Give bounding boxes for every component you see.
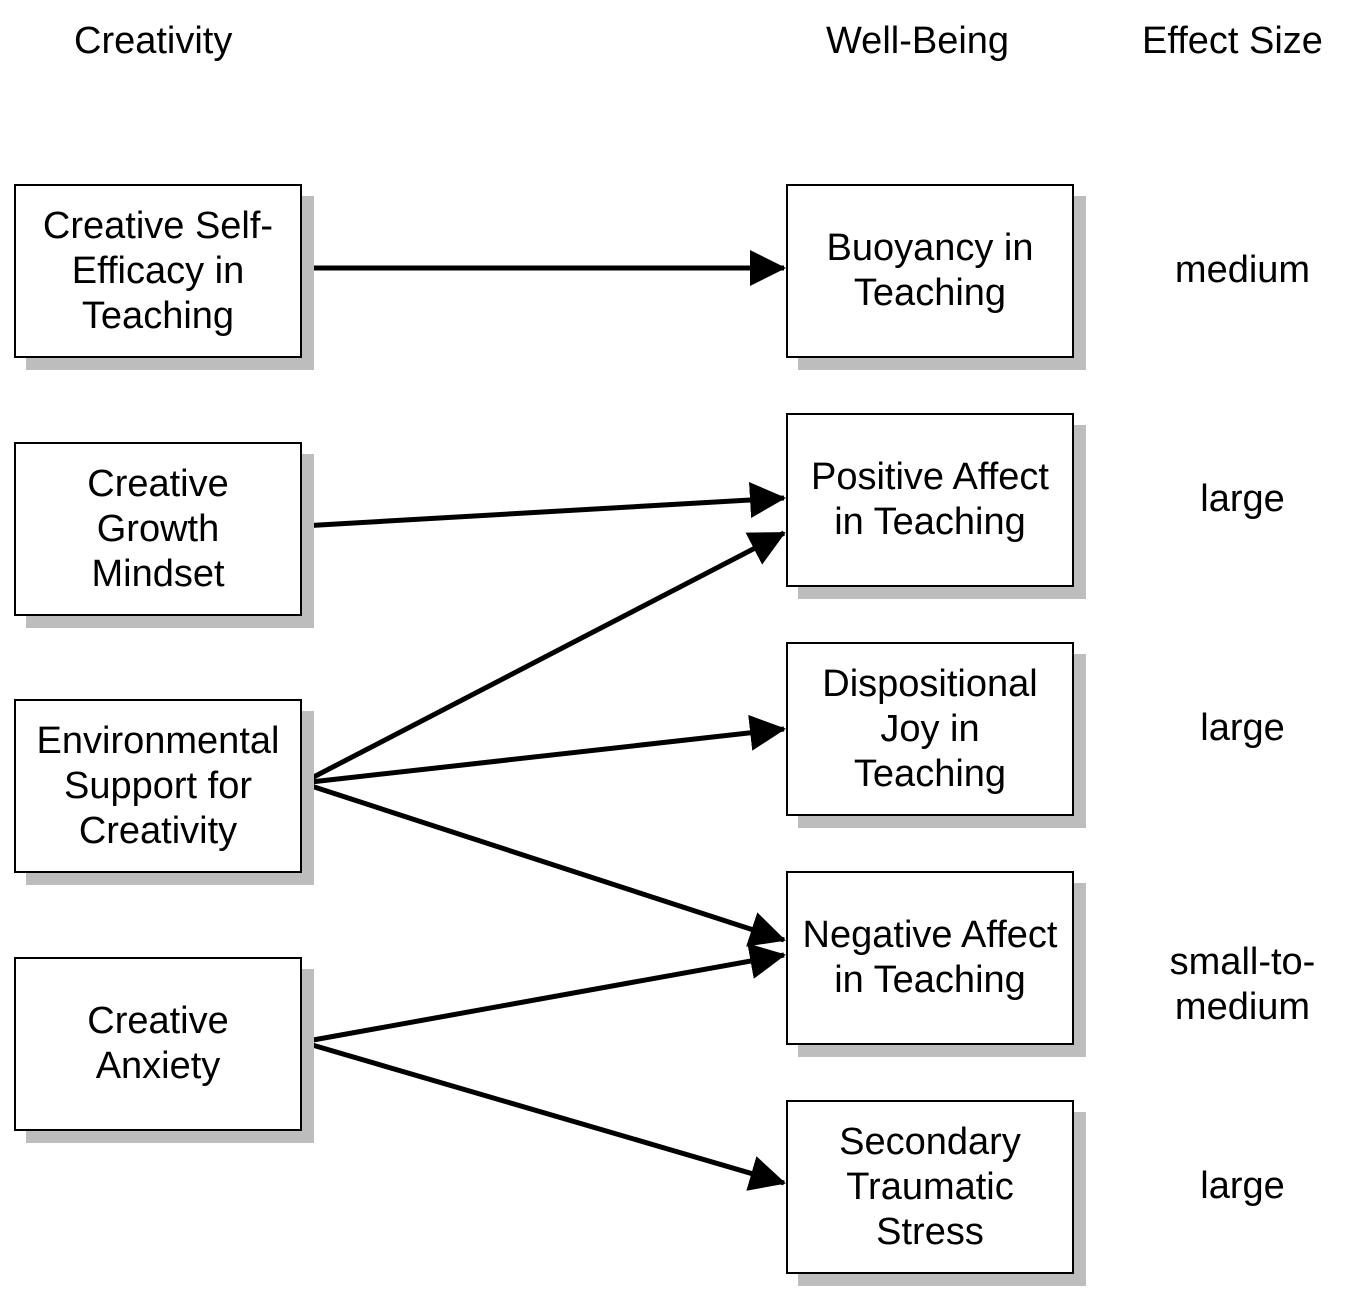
effect-size-secondary-traumatic-stress: large [1200,1165,1285,1207]
creative-self-efficacy-box: Creative Self- Efficacy in Teaching [14,184,302,358]
arrow-esc-to-na [301,780,786,947]
arrow-esc-to-dj [301,714,786,786]
well-being-column-header: Well-Being [826,20,1010,62]
effect-size-dispositional-joy: large [1200,707,1285,749]
positive-affect-box: Positive Affect in Teaching [786,413,1074,587]
creativity-column-header: Creativity [74,20,233,62]
creative-growth-mindset-box: Creative Growth Mindset [14,442,302,616]
creative-anxiety-box: Creative Anxiety [14,957,302,1131]
dispositional-joy-box: Dispositional Joy in Teaching [786,642,1074,816]
effect-size-column-header: Effect Size [1142,20,1323,62]
arrow-esc-to-pa [300,530,786,786]
arrow-ca-to-na [301,943,786,1045]
arrow-cgm-to-pa [301,482,786,529]
secondary-traumatic-stress-box: Secondary Traumatic Stress [786,1100,1074,1274]
effect-size-negative-affect: small-to- medium [1169,941,1316,1028]
buoyancy-box: Buoyancy in Teaching [786,184,1074,358]
effect-size-buoyancy: medium [1174,249,1311,291]
environmental-support-box: Environmental Support for Creativity [14,699,302,873]
effect-size-positive-affect: large [1200,478,1285,520]
negative-affect-box: Negative Affect in Teaching [786,871,1074,1045]
arrow-ca-to-sts [301,1039,786,1191]
